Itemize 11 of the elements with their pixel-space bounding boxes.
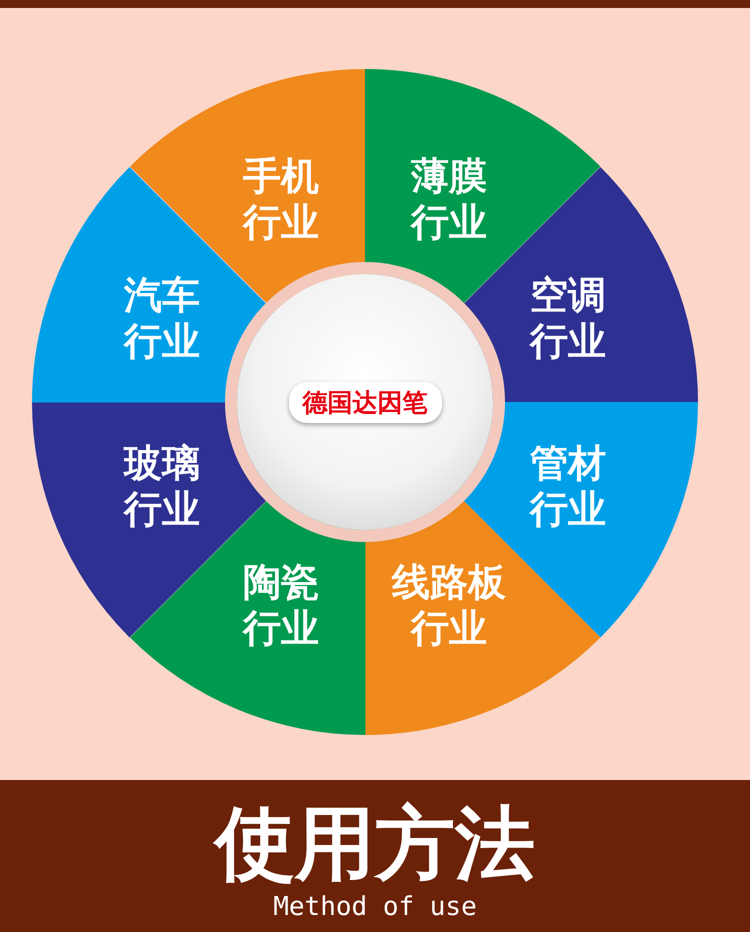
segment-label: 汽车行业 bbox=[122, 272, 201, 364]
segment-label: 线路板行业 bbox=[390, 559, 508, 652]
footer-heading: 使用方法 bbox=[215, 800, 535, 888]
segment-label: 空调行业 bbox=[528, 272, 608, 364]
segment-label: 薄膜行业 bbox=[409, 152, 488, 245]
footer-subheading: Method of use bbox=[273, 893, 477, 922]
segment-label: 陶瓷行业 bbox=[241, 559, 320, 652]
segment-label: 玻璃行业 bbox=[122, 440, 201, 532]
segment-label: 管材行业 bbox=[528, 440, 608, 532]
segment-label: 手机行业 bbox=[241, 152, 320, 245]
center-label: 德国达因笔 bbox=[288, 382, 442, 422]
